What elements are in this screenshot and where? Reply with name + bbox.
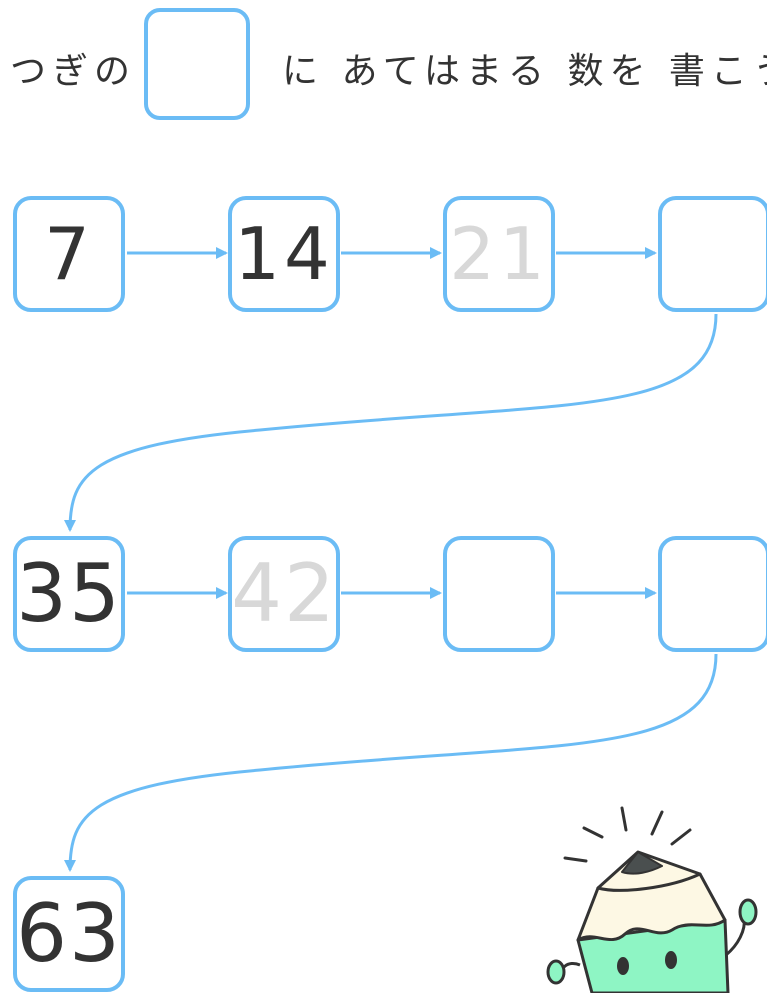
sequence-cell-9: 63 xyxy=(13,876,125,992)
arrow-4-5 xyxy=(64,313,718,532)
sequence-cell-6: 42 xyxy=(228,536,340,652)
arrow-8-9 xyxy=(64,653,718,872)
answer-box-2[interactable] xyxy=(443,536,555,652)
sequence-cell-1: 7 xyxy=(13,196,125,312)
cell-value: 7 xyxy=(44,212,94,296)
instruction-prefix: つぎの xyxy=(10,51,137,92)
answer-box-3[interactable] xyxy=(658,536,767,652)
answer-box-1[interactable] xyxy=(658,196,767,312)
pencil-character-icon xyxy=(546,806,758,993)
cell-value: 14 xyxy=(234,212,334,296)
cell-hint-value: 42 xyxy=(231,547,337,640)
cell-hint-value: 21 xyxy=(449,212,549,296)
instruction-suffix: に あてはまる 数を 書こう xyxy=(282,51,767,92)
instruction: つぎの に あてはまる 数を 書こう xyxy=(0,0,767,130)
sequence-cell-2: 14 xyxy=(228,196,340,312)
cell-value: 63 xyxy=(16,887,122,980)
cell-value: 35 xyxy=(16,547,122,640)
sequence-cell-5: 35 xyxy=(13,536,125,652)
instruction-sample-box xyxy=(144,8,250,120)
sequence-cell-3: 21 xyxy=(443,196,555,312)
